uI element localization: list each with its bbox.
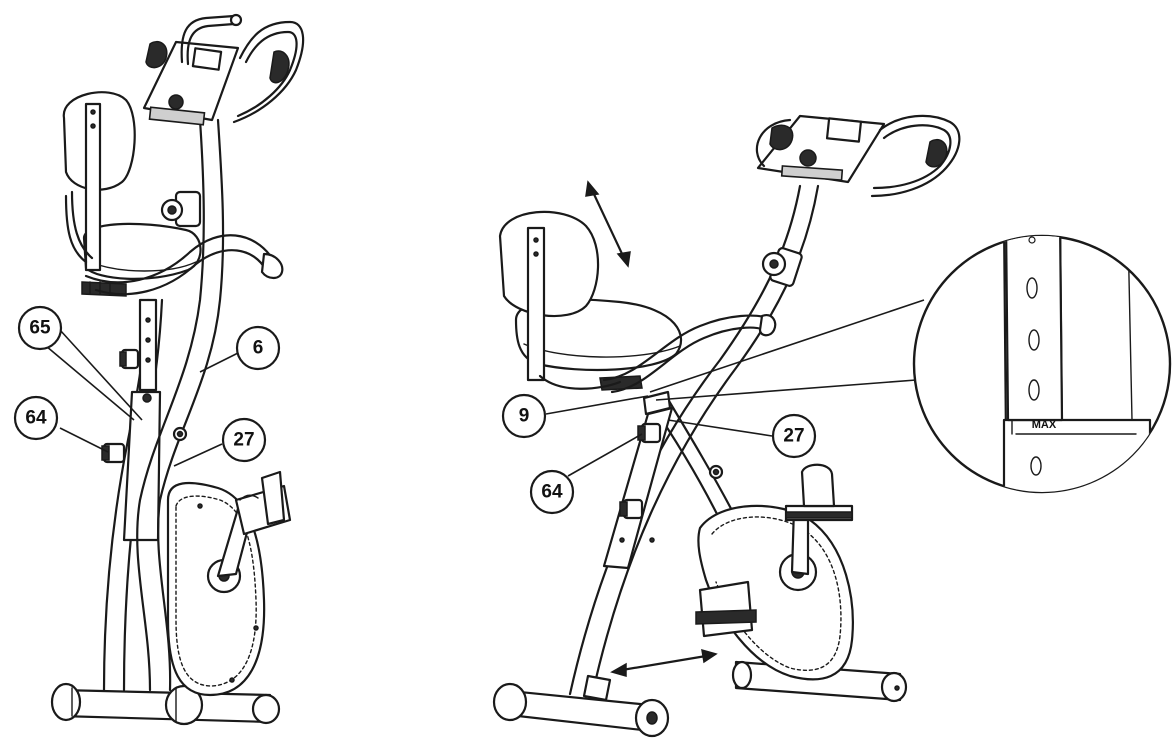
right-backrest <box>498 210 622 390</box>
callout-65: 65 <box>17 305 63 351</box>
callout-6: 6 <box>235 325 281 371</box>
callout-6-label: 6 <box>253 338 264 359</box>
left-side-handle <box>84 234 284 296</box>
left-main-frame <box>136 118 225 692</box>
callout-64-left-label: 64 <box>25 408 47 429</box>
right-side-handle <box>602 314 777 394</box>
left-knobs <box>101 348 140 464</box>
max-mark-label: MAX <box>1032 419 1057 431</box>
right-pedals <box>695 463 854 638</box>
callout-64-right: 64 <box>529 469 575 515</box>
left-console <box>142 40 240 126</box>
right-callouts: 9 27 64 <box>501 393 817 515</box>
left-base-stabilizer <box>50 682 281 726</box>
callout-9-label: 9 <box>519 406 530 427</box>
left-bike <box>50 13 305 726</box>
callout-64-right-label: 64 <box>541 482 563 503</box>
right-handlebar <box>755 114 961 198</box>
right-tension-knob <box>761 247 803 287</box>
left-callouts: 65 6 64 27 <box>13 305 281 467</box>
left-handlebar <box>145 13 305 124</box>
left-tension-knob <box>160 190 202 228</box>
seat-adjust-arrow <box>585 180 631 268</box>
callout-27-right: 27 <box>771 413 817 459</box>
left-pedal <box>216 470 292 578</box>
detail-magnifier: MAX <box>649 234 1172 494</box>
right-bike <box>492 114 961 738</box>
callout-65-label: 65 <box>29 318 51 339</box>
callout-27-left-label: 27 <box>233 430 254 451</box>
left-backrest <box>62 91 136 272</box>
right-rear-tube <box>602 390 738 570</box>
callout-64-left: 64 <box>13 395 59 441</box>
callout-27-right-label: 27 <box>783 426 804 447</box>
base-adjust-arrow <box>610 648 718 677</box>
right-knobs <box>619 422 662 520</box>
callout-9: 9 <box>501 393 547 439</box>
callout-27-left: 27 <box>221 417 267 463</box>
right-base-front <box>492 682 670 738</box>
